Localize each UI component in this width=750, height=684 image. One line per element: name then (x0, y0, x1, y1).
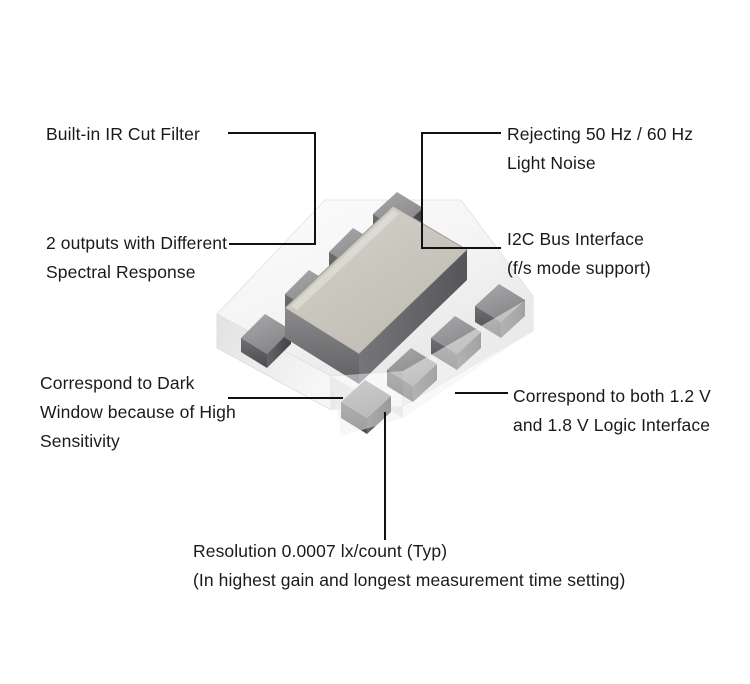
callout-two-outputs: 2 outputs with Different Spectral Respon… (46, 229, 227, 287)
leader-dark-window (228, 397, 343, 399)
pin-back-1 (241, 314, 291, 368)
leader-two-outputs (229, 243, 316, 245)
callout-dark-window-line-2: Window because of High (40, 402, 236, 422)
callout-resolution-line-1: Resolution 0.0007 lx/count (Typ) (193, 541, 448, 561)
callout-i2c-bus-interface: I2C Bus Interface (f/s mode support) (507, 225, 651, 283)
leader-light-noise-horizontal (421, 132, 501, 134)
callout-ir-cut-filter-line-1: Built-in IR Cut Filter (46, 124, 200, 144)
callout-logic-interface-line-2: and 1.8 V Logic Interface (513, 415, 711, 435)
callout-i2c-line-1: I2C Bus Interface (507, 229, 644, 249)
leader-resolution (384, 412, 386, 540)
callout-two-outputs-line-2: Spectral Response (46, 262, 196, 282)
callout-light-noise-rejection: Rejecting 50 Hz / 60 Hz Light Noise (507, 120, 693, 178)
callout-two-outputs-line-1: 2 outputs with Different (46, 233, 228, 253)
sensor-ic-package-illustration (213, 188, 537, 442)
callout-dark-window-line-1: Correspond to Dark (40, 373, 195, 393)
callout-i2c-line-2: (f/s mode support) (507, 258, 651, 278)
callout-dark-window: Correspond to Dark Window because of Hig… (40, 369, 236, 456)
leader-i2c (421, 247, 501, 249)
callout-logic-interface: Correspond to both 1.2 V and 1.8 V Logic… (513, 382, 711, 440)
leader-ir-cut-horizontal (228, 132, 316, 134)
leader-light-noise-vertical (421, 132, 423, 248)
callout-light-noise-line-1: Rejecting 50 Hz / 60 Hz (507, 124, 694, 144)
callout-resolution-line-2: (In highest gain and longest measurement… (193, 570, 626, 590)
leader-ir-cut-vertical (314, 132, 316, 244)
callout-ir-cut-filter: Built-in IR Cut Filter (46, 120, 200, 149)
callout-logic-interface-line-1: Correspond to both 1.2 V (513, 386, 711, 406)
callout-dark-window-line-3: Sensitivity (40, 431, 120, 451)
callout-resolution: Resolution 0.0007 lx/count (Typ) (In hig… (193, 537, 625, 595)
callout-light-noise-line-2: Light Noise (507, 153, 596, 173)
leader-logic-interface (455, 392, 508, 394)
